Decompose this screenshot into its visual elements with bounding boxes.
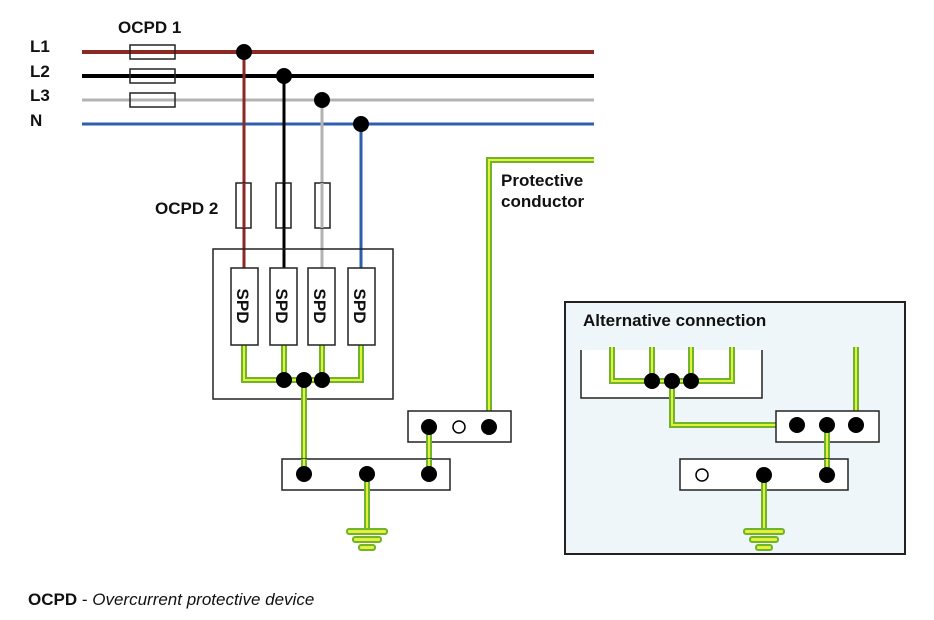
junction-dot: [314, 92, 330, 108]
terminal-dot: [296, 466, 312, 482]
footnote-meaning: Overcurrent protective device: [92, 590, 315, 609]
junction-dot: [683, 373, 699, 389]
footnote-sep: -: [77, 590, 93, 609]
protective-conductor-label-2: conductor: [501, 192, 584, 211]
ground-icon: [346, 528, 388, 551]
junction-dot: [314, 372, 330, 388]
ocpd1-fuse-l1: [129, 44, 176, 60]
terminal-dot: [421, 466, 437, 482]
svg-text:SPD: SPD: [272, 289, 291, 324]
terminal-empty: [452, 420, 466, 434]
svg-text:SPD: SPD: [350, 289, 369, 324]
spd-module-2: SPD: [269, 267, 298, 346]
ocpd2-label: OCPD 2: [155, 199, 218, 218]
protective-conductor-label-1: Protective: [501, 171, 583, 190]
terminal-dot: [819, 467, 835, 483]
junction-dot: [296, 372, 312, 388]
junction-dot: [276, 68, 292, 84]
line-label-l3: L3: [30, 86, 50, 105]
spd-module-3: SPD: [307, 267, 336, 346]
spd-earth-wiring: [241, 345, 364, 460]
spd-module-4: SPD: [347, 267, 376, 346]
ocpd1-fuse-l3: [129, 92, 176, 108]
line-label-l2: L2: [30, 62, 50, 81]
terminal-dot: [421, 419, 437, 435]
terminal-dot: [848, 417, 864, 433]
footnote-abbr: OCPD: [28, 590, 78, 609]
terminal-dot: [481, 419, 497, 435]
alternative-connection-title: Alternative connection: [583, 311, 766, 330]
terminal-dot: [359, 466, 375, 482]
junction-dot: [276, 372, 292, 388]
svg-text:SPD: SPD: [310, 289, 329, 324]
terminal-dot: [789, 417, 805, 433]
legend-footnote: OCPD - Overcurrent protective device: [28, 590, 314, 610]
junction-dot: [236, 44, 252, 60]
ground-icon: [743, 528, 785, 551]
ocpd1-fuse-l2: [129, 68, 176, 84]
junction-dot: [353, 116, 369, 132]
spd-module-1: SPD: [230, 267, 259, 346]
junction-dot: [664, 373, 680, 389]
svg-text:SPD: SPD: [233, 289, 252, 324]
terminal-dot: [756, 467, 772, 483]
line-label-l1: L1: [30, 37, 50, 56]
terminal-empty: [695, 468, 709, 482]
terminal-dot: [819, 417, 835, 433]
ocpd1-label: OCPD 1: [118, 18, 181, 37]
line-label-n: N: [30, 111, 42, 130]
junction-dot: [644, 373, 660, 389]
